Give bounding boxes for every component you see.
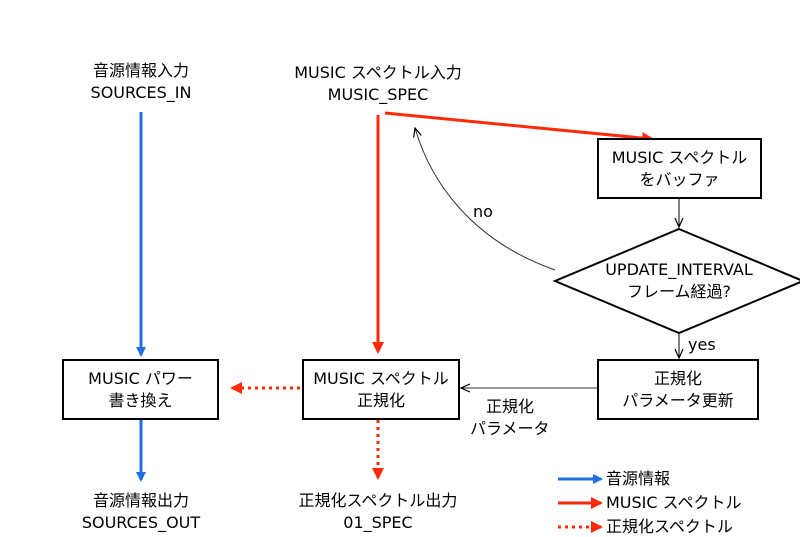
spec-out-label: 正規化スペクトル出力 01_SPEC — [278, 490, 478, 534]
update-box-line2: パラメータ更新 — [622, 390, 734, 410]
legend-label-sources: 音源情報 — [606, 469, 671, 488]
normalize-box-line1: MUSIC スペクトル — [313, 368, 449, 388]
update-box-line1: 正規化 — [653, 368, 702, 388]
music-spec-in-port: MUSIC_SPEC — [327, 85, 429, 104]
rewrite-box-line2: 書き換え — [108, 390, 173, 410]
sources-out-title: 音源情報出力 — [92, 491, 189, 510]
music-spec-in-label: MUSIC スペクトル入力 MUSIC_SPEC — [288, 62, 468, 106]
sources-in-label: 音源情報入力 SOURCES_IN — [66, 60, 216, 104]
param-label-line2: パラメータ — [470, 419, 550, 438]
rewrite-box: MUSIC パワー 書き換え — [62, 359, 219, 420]
normalize-box-line2: 正規化 — [356, 390, 405, 410]
no-label: no — [473, 202, 493, 221]
sources-out-port: SOURCES_OUT — [81, 513, 201, 532]
decision-label: UPDATE_INTERVAL フレーム経過? — [584, 259, 774, 303]
yes-label: yes — [688, 335, 716, 354]
arrow-no-loop — [415, 128, 556, 271]
decision-line1: UPDATE_INTERVAL — [605, 260, 753, 279]
spec-out-port: 01_SPEC — [343, 513, 413, 532]
decision-line2: フレーム経過? — [626, 282, 731, 301]
param-label-line1: 正規化 — [486, 397, 535, 416]
param-label: 正規化 パラメータ — [470, 396, 580, 440]
sources-out-label: 音源情報出力 SOURCES_OUT — [66, 490, 216, 534]
arrow-spec-to-buffer — [384, 111, 654, 145]
normalize-box: MUSIC スペクトル 正規化 — [302, 359, 460, 420]
update-box: 正規化 パラメータ更新 — [597, 359, 759, 420]
buffer-box: MUSIC スペクトル をバッファ — [597, 138, 762, 199]
legend-label-normalized-spectrum: 正規化スペクトル — [606, 517, 733, 536]
sources-in-port: SOURCES_IN — [90, 83, 192, 102]
buffer-box-line2: をバッファ — [639, 169, 720, 189]
rewrite-box-line1: MUSIC パワー — [88, 368, 193, 388]
buffer-box-line1: MUSIC スペクトル — [611, 147, 748, 167]
sources-in-title: 音源情報入力 — [92, 61, 189, 80]
legend-label-music-spectrum: MUSIC スペクトル — [606, 493, 742, 512]
spec-out-title: 正規化スペクトル出力 — [298, 491, 458, 510]
music-spec-in-title: MUSIC スペクトル入力 — [294, 63, 462, 82]
